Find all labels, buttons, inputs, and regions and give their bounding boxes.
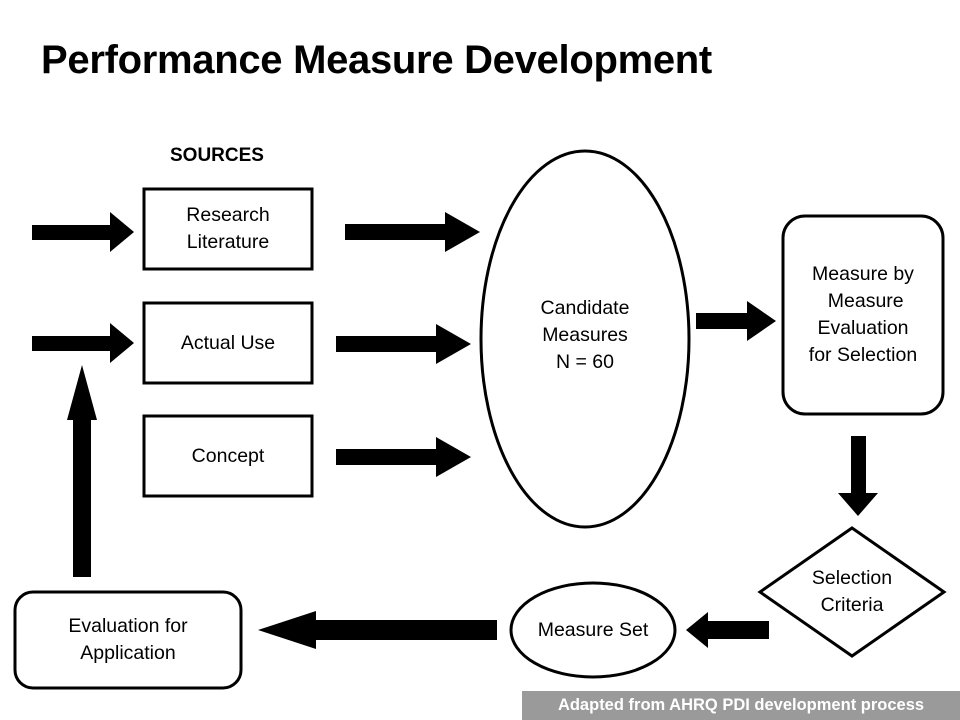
arrow-into-research-literature xyxy=(32,212,134,252)
measure-evaluation-label: Measure by Measure Evaluation for Select… xyxy=(808,263,918,366)
evaluation-application-label: Evaluation for Application xyxy=(68,615,188,664)
arrow-into-actual-use xyxy=(32,323,134,363)
measure-evaluation-box xyxy=(781,214,945,416)
concept-label: Concept xyxy=(191,444,265,467)
research-literature-box xyxy=(142,187,314,271)
arrow-research-to-candidates xyxy=(345,212,480,252)
actual-use-label: Actual Use xyxy=(180,331,276,354)
measure-set-ellipse xyxy=(509,581,677,679)
selection-criteria-label: Selection Criteria xyxy=(811,567,893,616)
research-literature-label: Research Literature xyxy=(186,204,270,253)
candidate-measures-label: Candidate Measures N = 60 xyxy=(540,296,630,373)
arrow-candidates-to-evaluation xyxy=(696,301,776,341)
concept-box xyxy=(142,414,314,498)
candidate-measures-ellipse xyxy=(479,149,691,529)
arrow-measure-set-to-application xyxy=(258,611,497,649)
sources-heading: SOURCES xyxy=(170,145,264,166)
arrow-concept-to-candidates xyxy=(336,437,471,477)
page-title: Performance Measure Development xyxy=(41,38,712,82)
selection-criteria-diamond xyxy=(757,526,947,658)
arrow-evaluation-to-criteria xyxy=(838,436,878,516)
measure-set-label: Measure Set xyxy=(537,618,649,641)
arrow-actualuse-to-candidates xyxy=(336,324,471,364)
actual-use-box xyxy=(142,301,314,385)
evaluation-application-box xyxy=(13,590,243,690)
source-attribution-banner: Adapted from AHRQ PDI development proces… xyxy=(522,691,960,720)
arrow-criteria-to-measure-set xyxy=(686,612,769,648)
arrow-application-to-sources xyxy=(67,365,97,577)
